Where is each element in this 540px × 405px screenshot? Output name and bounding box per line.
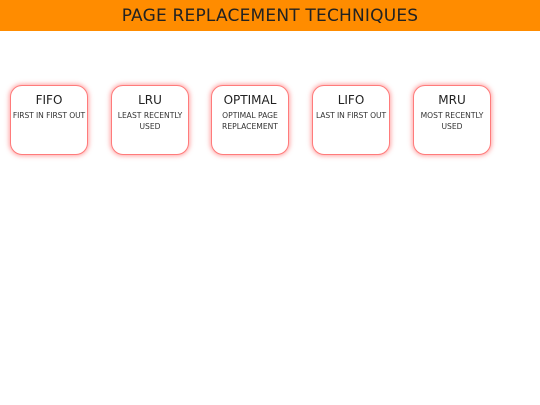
card-title: LIFO bbox=[337, 93, 365, 107]
card-title: LRU bbox=[138, 93, 162, 107]
card-lifo[interactable]: LIFO LAST IN FIRST OUT bbox=[312, 85, 390, 155]
card-description: OPTIMAL PAGE REPLACEMENT bbox=[222, 111, 278, 131]
card-description: FIRST IN FIRST OUT bbox=[12, 111, 86, 120]
page-title: PAGE REPLACEMENT TECHNIQUES bbox=[121, 5, 419, 26]
card-description: LEAST RECENTLY USED bbox=[117, 111, 183, 131]
card-lru[interactable]: LRU LEAST RECENTLY USED bbox=[111, 85, 189, 155]
card-description: LAST IN FIRST OUT bbox=[315, 111, 387, 120]
card-description: MOST RECENTLY USED bbox=[420, 111, 484, 131]
page-header: PAGE REPLACEMENT TECHNIQUES bbox=[0, 0, 540, 31]
card-fifo[interactable]: FIFO FIRST IN FIRST OUT bbox=[10, 85, 88, 155]
card-title: MRU bbox=[438, 93, 466, 107]
card-title: OPTIMAL bbox=[223, 93, 277, 107]
card-mru[interactable]: MRU MOST RECENTLY USED bbox=[413, 85, 491, 155]
card-title: FIFO bbox=[35, 93, 63, 107]
card-optimal[interactable]: OPTIMAL OPTIMAL PAGE REPLACEMENT bbox=[211, 85, 289, 155]
